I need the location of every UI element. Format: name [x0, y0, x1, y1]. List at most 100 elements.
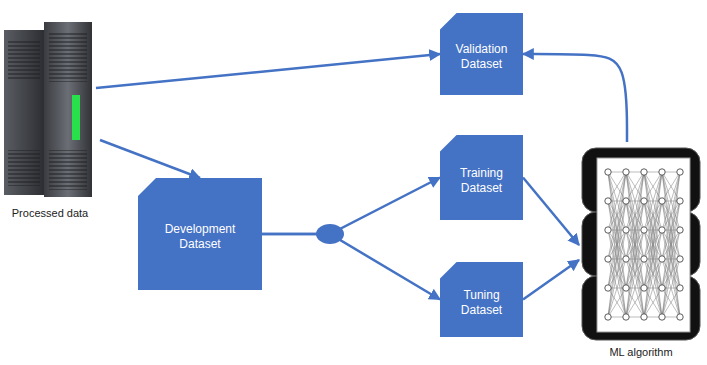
network-neuron — [677, 314, 683, 320]
network-neuron — [641, 169, 647, 175]
node-label: Processed data — [12, 207, 88, 220]
server-vents — [49, 32, 87, 82]
flow-arrow — [100, 140, 200, 178]
network-neuron — [605, 314, 611, 320]
network-link — [662, 288, 680, 317]
network-neuron — [659, 227, 665, 233]
network-neuron — [605, 198, 611, 204]
network-link — [662, 172, 680, 201]
network-link — [608, 172, 626, 201]
network-link — [644, 288, 662, 317]
network-neuron — [677, 285, 683, 291]
network-link — [644, 172, 662, 201]
split-junction — [316, 224, 344, 244]
server-tower — [44, 22, 92, 197]
server-vents — [49, 150, 87, 190]
network-neuron — [623, 198, 629, 204]
network-neuron — [641, 285, 647, 291]
network-panel — [597, 158, 690, 332]
node-label: Training Dataset — [446, 166, 517, 196]
network-neuron — [623, 285, 629, 291]
network-link — [662, 230, 680, 317]
network-link — [608, 288, 626, 317]
network-link — [644, 172, 662, 317]
network-neuron — [641, 314, 647, 320]
network-link — [626, 172, 644, 317]
dataset-box: Training Dataset — [440, 135, 523, 220]
network-link — [608, 172, 626, 201]
network-link — [662, 172, 680, 317]
network-neuron — [677, 198, 683, 204]
ml-illustration — [582, 148, 700, 340]
ml-node: ML algorithm — [575, 140, 707, 361]
network-neuron — [659, 169, 665, 175]
network-neuron — [641, 227, 647, 233]
network-neuron — [623, 169, 629, 175]
text-holder: ML algorithm — [575, 140, 707, 361]
network-link — [608, 172, 626, 317]
flow-arrow — [262, 178, 440, 235]
network-link — [626, 172, 644, 317]
box-shape — [440, 13, 523, 95]
text-holder: Validation Dataset — [440, 13, 523, 95]
dataset-box: Validation Dataset — [440, 13, 523, 95]
server-node: Processed data — [0, 15, 100, 222]
dataset-box: Development Dataset — [138, 178, 262, 290]
network-link — [626, 230, 644, 317]
network-neuron — [659, 256, 665, 262]
network-neuron — [623, 314, 629, 320]
text-holder: Development Dataset — [138, 178, 262, 290]
network-neuron — [641, 198, 647, 204]
network-link — [608, 288, 626, 317]
flow-arrow — [523, 54, 627, 142]
text-holder: Processed data — [0, 15, 100, 222]
network-neuron — [659, 285, 665, 291]
box-shape — [138, 178, 262, 290]
server-vents — [8, 40, 40, 80]
network-link — [644, 230, 662, 317]
network-link — [662, 172, 680, 317]
network-neuron — [641, 256, 647, 262]
flow-arrow — [523, 260, 579, 300]
network-neuron — [623, 256, 629, 262]
network-neuron — [605, 256, 611, 262]
network-link — [626, 288, 644, 317]
network-link — [644, 288, 662, 317]
server-light — [72, 95, 80, 140]
network-link — [626, 172, 644, 201]
network-neuron — [623, 227, 629, 233]
text-holder: Training Dataset — [440, 135, 523, 220]
server-illustration — [4, 22, 92, 197]
network-neuron — [605, 227, 611, 233]
network-neuron — [605, 285, 611, 291]
network-link — [662, 288, 680, 317]
dataset-box: Tuning Dataset — [440, 262, 523, 337]
node-label: ML algorithm — [609, 346, 672, 359]
box-shape — [440, 135, 523, 220]
flow-arrow — [523, 178, 579, 246]
network-neuron — [605, 169, 611, 175]
network-link — [608, 230, 626, 317]
network-link — [644, 172, 662, 201]
node-label: Tuning Dataset — [446, 288, 517, 318]
box-shape — [440, 262, 523, 337]
neural-network — [605, 169, 683, 320]
network-neuron — [677, 169, 683, 175]
network-neuron — [659, 314, 665, 320]
network-link — [644, 172, 662, 317]
node-label: Validation Dataset — [446, 42, 517, 72]
network-neuron — [677, 256, 683, 262]
server-vents — [8, 150, 40, 186]
network-link — [662, 172, 680, 201]
node-label: Development Dataset — [144, 222, 256, 252]
flow-arrow — [262, 234, 440, 300]
network-neuron — [659, 198, 665, 204]
network-link — [608, 172, 626, 317]
text-holder: Tuning Dataset — [440, 262, 523, 337]
network-link — [626, 172, 644, 201]
network-link — [626, 288, 644, 317]
flow-arrow — [96, 54, 440, 88]
